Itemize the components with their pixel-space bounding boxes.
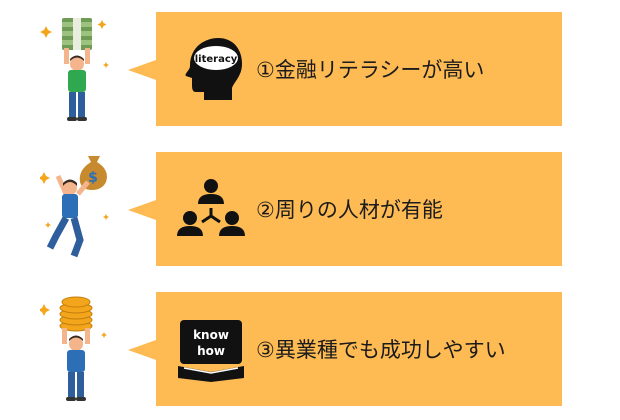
man-holding-cash-stack-illustration: [40, 18, 109, 121]
knowhow-book-icon: know how: [178, 320, 244, 382]
knowhow-label-1: know: [193, 328, 229, 342]
speech-bubble-tail: [128, 200, 156, 220]
man-jumping-with-money-bag-illustration: $: [40, 156, 109, 258]
speech-bubble: know how ③異業種でも成功しやすい: [156, 292, 562, 406]
merit-row-2: $ ②周りの人材が有能: [0, 152, 620, 272]
man-holding-coin-stack-illustration: [40, 296, 107, 401]
merit-label-1: ①金融リテラシーが高い: [256, 58, 485, 82]
speech-bubble: literacy ①金融リテラシーが高い: [156, 12, 562, 126]
speech-bubble: ②周りの人材が有能: [156, 152, 562, 266]
svg-text:$: $: [88, 170, 98, 186]
merit-row-1: literacy ①金融リテラシーが高い: [0, 12, 620, 132]
knowhow-label-2: how: [197, 344, 225, 358]
speech-bubble-tail: [128, 60, 156, 80]
speech-bubble-tail: [128, 340, 156, 360]
merit-row-3: know how ③異業種でも成功しやすい: [0, 292, 620, 412]
merit-label-2: ②周りの人材が有能: [256, 198, 443, 222]
literacy-label: literacy: [195, 54, 238, 65]
literacy-head-icon: literacy: [185, 38, 242, 100]
merit-label-3: ③異業種でも成功しやすい: [256, 338, 506, 362]
people-network-icon: [177, 179, 245, 236]
